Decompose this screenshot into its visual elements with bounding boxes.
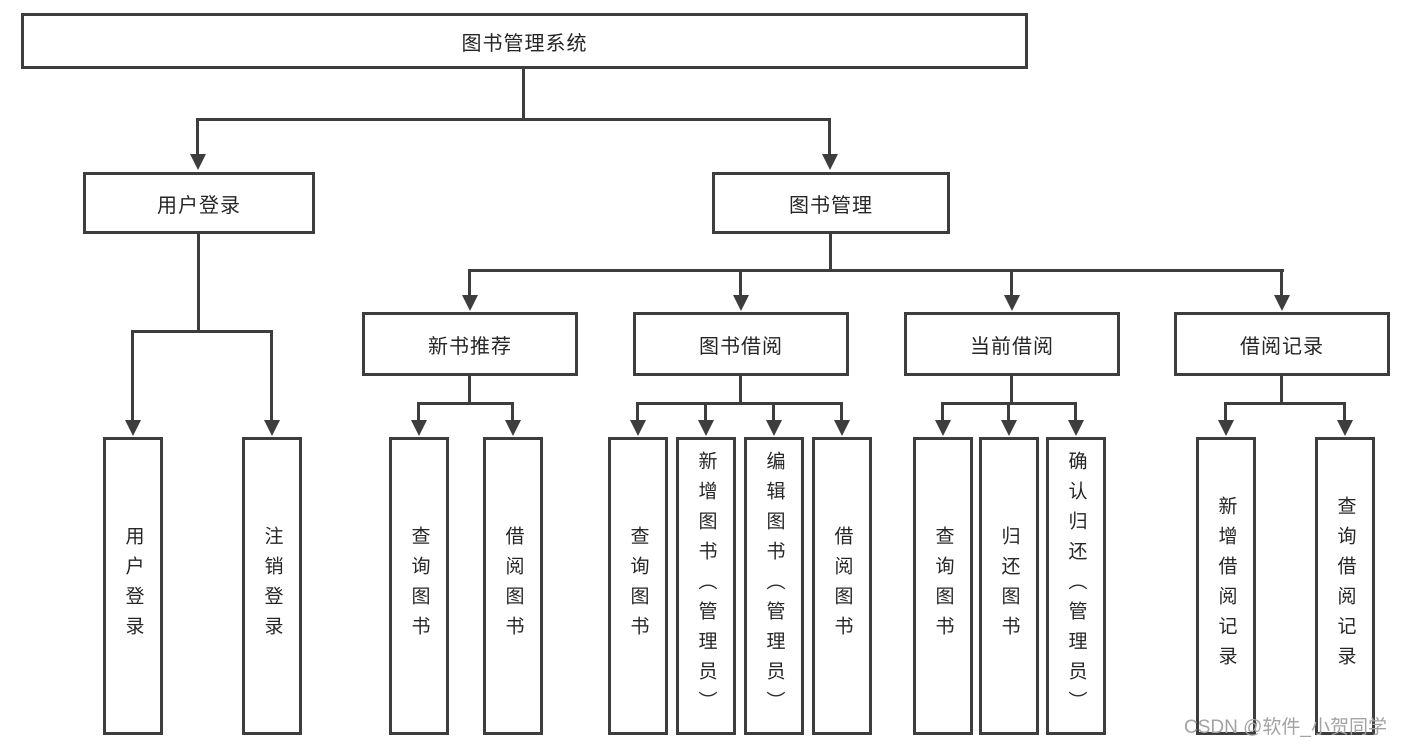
connector-arrow-book-mgmt bbox=[821, 120, 838, 170]
connector-arrow-b3 bbox=[765, 404, 782, 436]
node-book-borrow: 图书借阅 bbox=[633, 312, 849, 376]
connector-user-login-hline bbox=[131, 330, 273, 333]
connector-root-stem bbox=[522, 69, 525, 120]
node-leaf-logout: 注销登录 bbox=[242, 437, 302, 735]
node-borrow-record: 借阅记录 bbox=[1174, 312, 1390, 376]
connector-arrow-d2 bbox=[1336, 404, 1353, 436]
connector-group-a-stem bbox=[468, 376, 471, 404]
node-leaf-query-books-current: 查询图书 bbox=[913, 437, 973, 735]
connector-group-d-hline bbox=[1224, 402, 1346, 405]
connector-arrow-a1 bbox=[410, 404, 427, 436]
connector-arrow-leaf-logout bbox=[263, 332, 280, 436]
node-leaf-add-borrow-record: 新增借阅记录 bbox=[1196, 437, 1256, 735]
connector-arrow-a2 bbox=[504, 404, 521, 436]
node-leaf-query-borrow-record: 查询借阅记录 bbox=[1315, 437, 1375, 735]
connector-book-mgmt-stem bbox=[829, 234, 832, 271]
connector-arrow-c2 bbox=[1000, 404, 1017, 436]
node-leaf-borrow-books-recommend: 借阅图书 bbox=[483, 437, 543, 735]
connector-arrow-new-book bbox=[461, 271, 478, 311]
node-leaf-add-book-admin: 新增图书（管理员） bbox=[676, 437, 736, 735]
connector-arrow-book-borrow bbox=[732, 271, 749, 311]
node-leaf-return-books: 归还图书 bbox=[979, 437, 1039, 735]
connector-group-c-stem bbox=[1010, 376, 1013, 404]
node-leaf-query-books-recommend: 查询图书 bbox=[389, 437, 449, 735]
connector-arrow-b2 bbox=[697, 404, 714, 436]
connector-arrow-leaf-user-login bbox=[124, 332, 141, 436]
connector-group-b-stem bbox=[739, 376, 742, 404]
node-leaf-user-login: 用户登录 bbox=[103, 437, 163, 735]
connector-arrow-borrow-record bbox=[1273, 271, 1290, 311]
connector-user-login-stem bbox=[197, 234, 200, 332]
node-user-login: 用户登录 bbox=[83, 172, 315, 234]
node-leaf-borrow-books: 借阅图书 bbox=[812, 437, 872, 735]
connector-arrow-user-login bbox=[189, 120, 206, 170]
node-root: 图书管理系统 bbox=[21, 13, 1028, 69]
connector-arrow-d1 bbox=[1217, 404, 1234, 436]
connector-group-c-hline bbox=[941, 402, 1077, 405]
node-new-book-recommend: 新书推荐 bbox=[362, 312, 578, 376]
node-book-mgmt: 图书管理 bbox=[712, 172, 950, 234]
connector-arrow-b1 bbox=[629, 404, 646, 436]
node-leaf-query-books-borrow: 查询图书 bbox=[608, 437, 668, 735]
node-leaf-edit-book-admin: 编辑图书（管理员） bbox=[744, 437, 804, 735]
watermark: CSDN @软件_小贺同学 bbox=[1184, 717, 1387, 738]
node-current-borrow: 当前借阅 bbox=[904, 312, 1120, 376]
node-leaf-confirm-return-admin: 确认归还（管理员） bbox=[1046, 437, 1106, 735]
connector-root-hline bbox=[196, 118, 831, 121]
connector-group-b-hline bbox=[636, 402, 843, 405]
connector-group-a-hline bbox=[417, 402, 514, 405]
connector-arrow-current-borrow bbox=[1003, 271, 1020, 311]
connector-arrow-c3 bbox=[1067, 404, 1084, 436]
connector-group-d-stem bbox=[1280, 376, 1283, 404]
connector-arrow-c1 bbox=[934, 404, 951, 436]
connector-book-mgmt-hline bbox=[468, 269, 1284, 272]
connector-arrow-b4 bbox=[833, 404, 850, 436]
